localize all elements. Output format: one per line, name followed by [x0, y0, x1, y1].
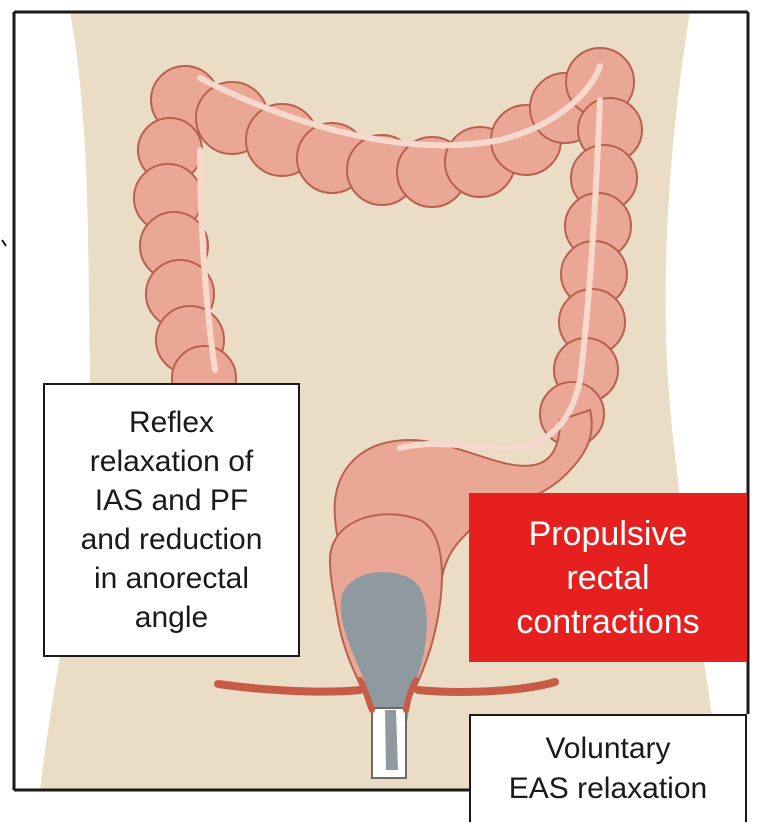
reflex-relaxation-label: Reflex relaxation of IAS and PF and redu…	[43, 383, 300, 657]
reflex-line-6: angle	[81, 598, 263, 637]
edge-mark	[2, 240, 6, 246]
voluntary-line-2: EAS relaxation	[509, 769, 707, 809]
reflex-line-4: and reduction	[81, 520, 263, 559]
propulsive-contractions-label: Propulsive rectal contractions	[469, 493, 747, 662]
reflex-line-1: Reflex	[81, 403, 263, 442]
propulsive-line-2: rectal	[516, 556, 699, 600]
reflex-line-5: in anorectal	[81, 559, 263, 598]
propulsive-line-3: contractions	[516, 600, 699, 644]
voluntary-line-1: Voluntary	[509, 729, 707, 769]
reflex-line-3: IAS and PF	[81, 481, 263, 520]
propulsive-line-1: Propulsive	[516, 512, 699, 556]
reflex-line-2: relaxation of	[81, 442, 263, 481]
voluntary-relaxation-label: Voluntary EAS relaxation	[469, 714, 747, 822]
